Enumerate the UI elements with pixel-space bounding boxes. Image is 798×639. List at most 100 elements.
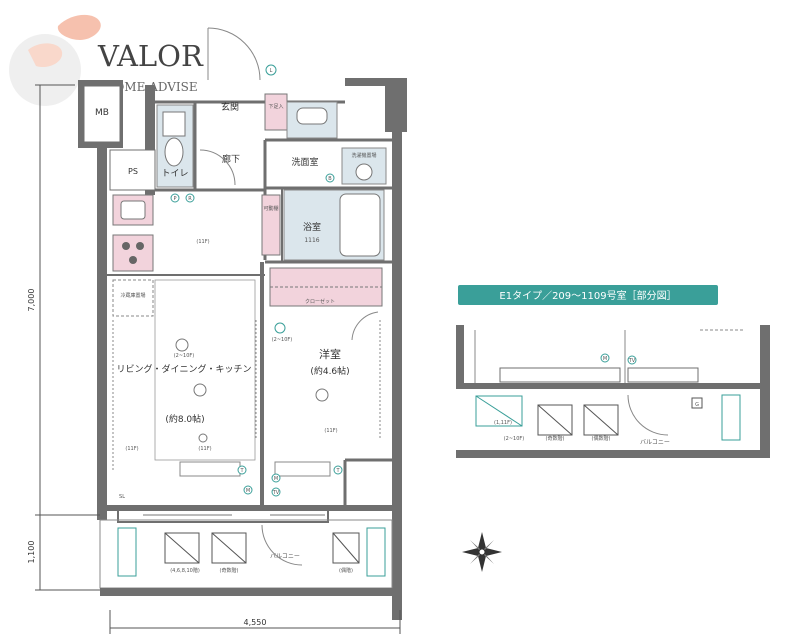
ldk-rug-outline — [154, 279, 256, 461]
logo-petal-icon — [57, 14, 101, 40]
balcony-label: バルコニー — [270, 553, 300, 560]
ps-label: PS — [128, 167, 138, 176]
bathtub-icon — [339, 193, 381, 257]
toilet-bowl-icon — [164, 137, 184, 167]
bathroom-label: 浴室 — [303, 221, 321, 233]
outer-wall-left — [97, 140, 107, 520]
outlet-tv-icon — [271, 487, 281, 497]
ldk-light-icon-1 — [175, 338, 189, 352]
outlet-b-icon — [325, 173, 335, 183]
partial-wall-left — [456, 325, 464, 385]
partial-parapet — [456, 450, 770, 458]
ldk-light-icon-2 — [193, 383, 207, 397]
outlet-m2-icon — [271, 473, 281, 483]
balcony-hatch-right — [366, 527, 386, 577]
partial-sym-m: M — [603, 356, 607, 362]
light-switch-icon-l — [265, 64, 277, 76]
room-door-swing — [351, 311, 379, 341]
burner-icon-1 — [122, 242, 130, 250]
outer-wall-top — [345, 78, 390, 86]
partial-hatch-x — [475, 395, 523, 427]
partial-balcony-label: バルコニー — [640, 439, 670, 446]
movable-shelf — [261, 194, 281, 256]
hall-door-swing — [199, 149, 236, 186]
sym-b: B — [328, 176, 332, 182]
outlet-t-room-icon — [274, 322, 286, 334]
partial-wall-balcony — [456, 383, 770, 389]
fridge-space — [112, 279, 154, 317]
toilet-tank-icon — [162, 111, 186, 137]
partial-sym-g: G — [695, 402, 699, 408]
entrance-door-swing — [207, 27, 261, 81]
partial-door-swing — [627, 394, 669, 436]
sym-r: R — [188, 196, 192, 202]
tag-11f-b: (11F) — [198, 446, 211, 452]
washbasin-icon — [296, 107, 328, 125]
sym-tv: TV — [272, 490, 280, 496]
partial-hatch-right — [721, 394, 741, 441]
mb-label: MB — [95, 108, 109, 118]
partial-window-2 — [627, 367, 699, 383]
washing-machine-label: 洗濯機置場 — [351, 152, 376, 159]
washroom-label: 洗面室 — [291, 156, 318, 168]
burner-icon-3 — [129, 256, 137, 264]
tag-2-10f-a: (2~10F) — [174, 353, 195, 359]
room-window-counter — [274, 461, 331, 477]
cooktop-counter — [112, 234, 154, 272]
balcony-door-swing — [261, 524, 303, 566]
partial-outlet-tv-icon — [627, 355, 637, 365]
outdoor-unit-2-x — [211, 532, 247, 564]
partial-sym-tv: TV — [628, 358, 636, 364]
outer-wall-top-right — [385, 78, 407, 114]
tag-11f-c: (11F) — [125, 446, 138, 452]
partial-outdoor-unit-1-x — [537, 404, 573, 436]
logo-name: VALOR — [97, 39, 204, 73]
partial-outlet-m-icon — [600, 353, 610, 363]
partial-tag-2-10f: (2~10F) — [504, 436, 525, 442]
wall-entrance-left — [145, 85, 155, 195]
dim-height-main: 7,000 — [27, 289, 36, 312]
sym-p: P — [173, 196, 176, 202]
balcony-wall-line — [98, 505, 392, 511]
partial-plan: E1タイプ／209～1109号室［部分図］ M TV (1,11F) (2~10… — [456, 285, 770, 458]
outlet-p-icon — [170, 193, 180, 203]
ldk-light-icon-3 — [198, 433, 208, 443]
outdoor-unit-1-label: (4,6,8,10階) — [170, 567, 200, 574]
tag-2-10f-b: (2~10F) — [272, 337, 293, 343]
logo-petal-icon-2 — [28, 43, 63, 68]
toilet-label: トイレ — [161, 169, 188, 179]
dim-width: 4,550 — [244, 618, 267, 627]
sl-label: SL — [119, 494, 125, 500]
dim-height-balcony: 1,100 — [27, 541, 36, 564]
partial-gas-icon — [691, 397, 703, 409]
logo-circle — [9, 34, 81, 106]
western-room-label: 洋室 — [319, 347, 341, 361]
burner-icon-2 — [136, 242, 144, 250]
partial-window-1 — [499, 367, 621, 383]
room-light-icon — [315, 388, 329, 402]
ldk-window-counter — [179, 461, 241, 477]
entrance-label: 玄関 — [221, 101, 239, 113]
valor-logo: VALOR HOME ADVISE — [9, 14, 204, 106]
sink-icon — [120, 200, 146, 220]
sym-m1: M — [246, 488, 250, 494]
ldk-size-label: (約8.0帖) — [165, 413, 204, 425]
partial-outdoor-unit-2-label: (偶数階) — [592, 435, 611, 442]
tag-11f-a: (11F) — [196, 239, 209, 245]
partial-plan-title-bg — [458, 285, 718, 305]
mb-inner — [83, 85, 121, 143]
fridge-space-label: 冷蔵庫置場 — [120, 292, 145, 299]
outlet-r-icon — [185, 193, 195, 203]
compass-rose-icon — [462, 532, 502, 572]
outer-wall-right — [392, 130, 402, 620]
outlet-m1-icon — [243, 485, 253, 495]
tag-11f-d: (11F) — [324, 428, 337, 434]
shoe-storage-label: 下足入 — [268, 104, 283, 110]
balcony-hatch-left — [117, 527, 137, 577]
outdoor-unit-2-label: (奇数階) — [220, 567, 239, 574]
partial-plan-title: E1タイプ／209～1109号室［部分図］ — [499, 289, 676, 302]
partial-outdoor-unit-1-label: (奇数階) — [546, 435, 565, 442]
bath-size-label: 1116 — [304, 237, 319, 244]
sym-t2: T — [335, 468, 340, 474]
